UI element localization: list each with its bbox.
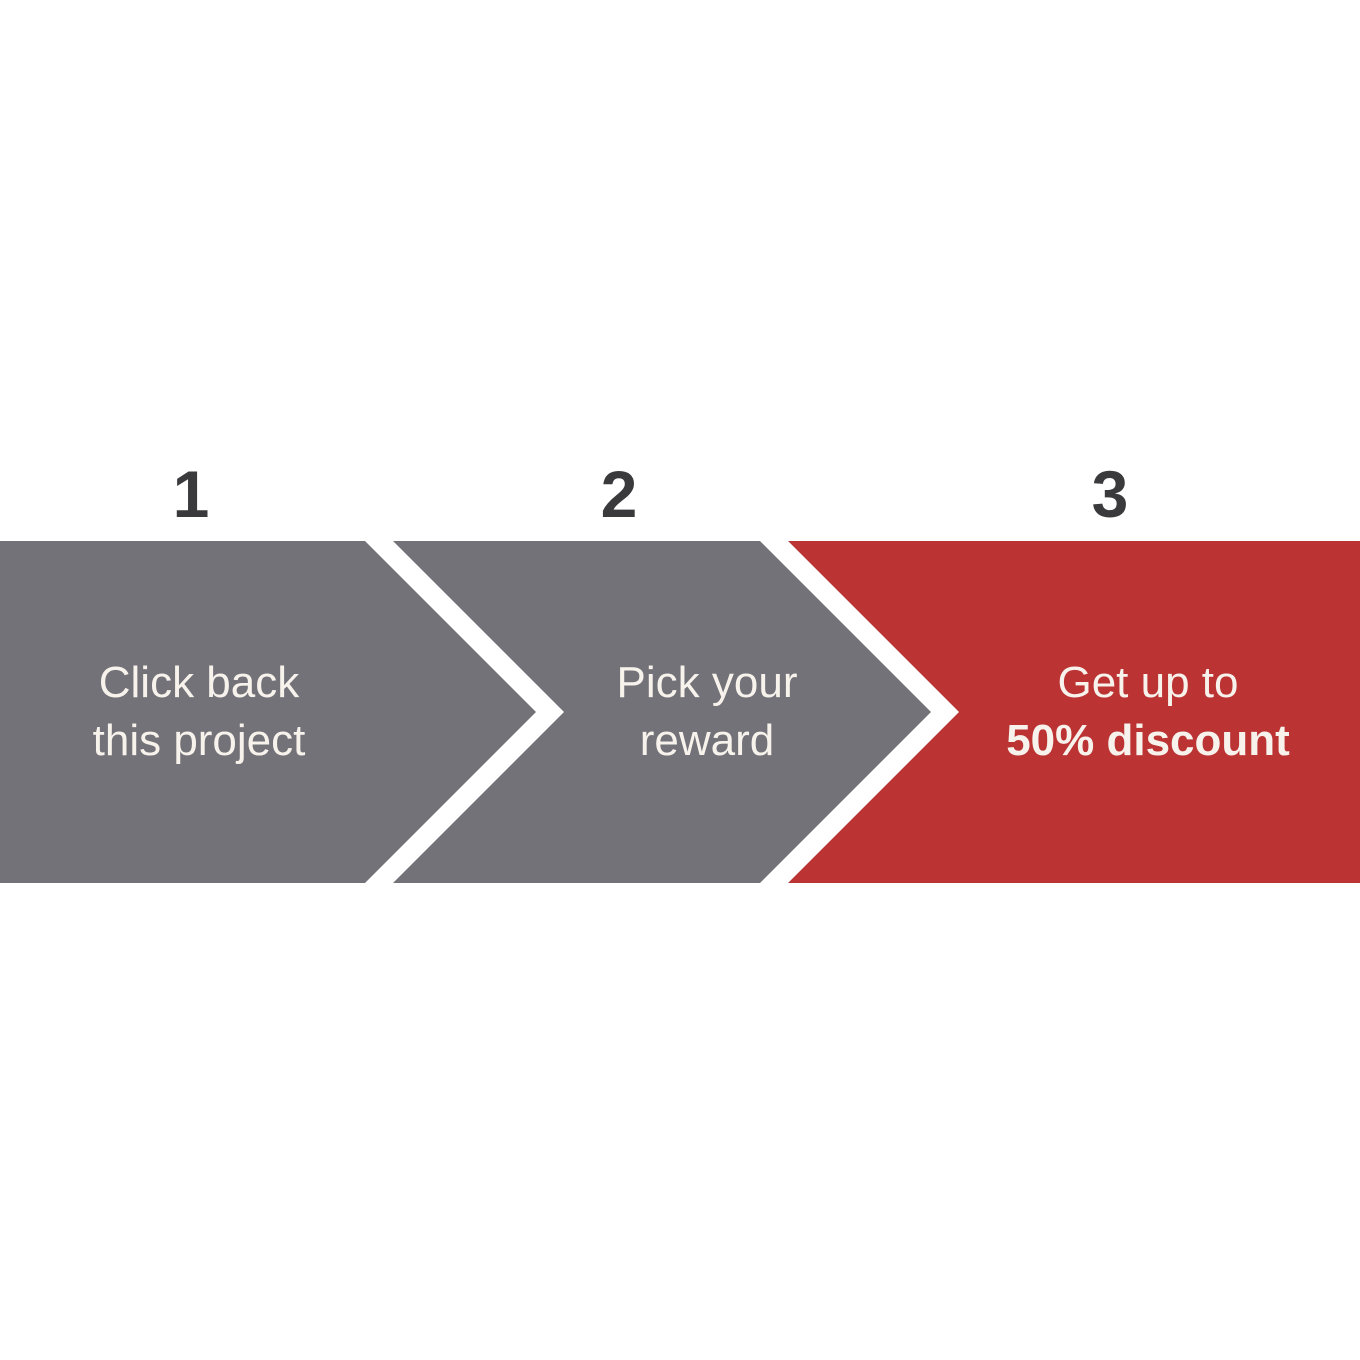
step3-number: 3 xyxy=(1091,457,1129,531)
step1-label-line2: this project xyxy=(92,716,306,765)
step1-number: 1 xyxy=(172,457,210,531)
step1-label-line1: Click back xyxy=(98,658,300,707)
step2-number: 2 xyxy=(600,457,638,531)
step3-red-chevron-shape xyxy=(788,541,1360,883)
process-banner: Click back this project Pick your reward… xyxy=(0,541,1360,883)
step2-label-line2: reward xyxy=(639,716,775,765)
step3-label-line2-discount: 50% discount xyxy=(1006,716,1290,765)
step1-label: Click back this project xyxy=(93,541,306,883)
step2-label: Pick your reward xyxy=(617,541,798,883)
step3-label-line1: Get up to xyxy=(1057,658,1239,707)
step2-label-line1: Pick your xyxy=(616,658,798,707)
step3-label: Get up to 50% discount xyxy=(1006,541,1290,883)
chevron-graphic xyxy=(0,541,1360,883)
